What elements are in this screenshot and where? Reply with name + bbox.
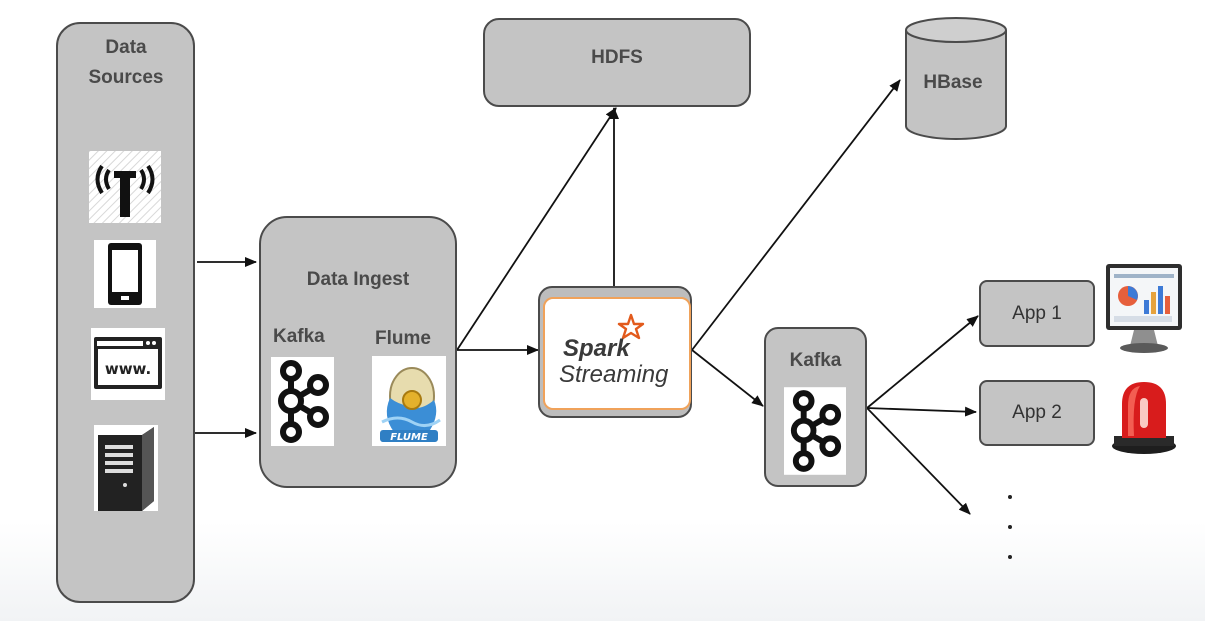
mobile-phone-icon: [94, 240, 156, 308]
arrow-ingest-to-hdfs: [456, 107, 617, 351]
antenna-icon: [89, 151, 161, 223]
server-icon: [94, 425, 158, 511]
spark-streaming-inner: Spark Streaming: [543, 297, 691, 410]
ellipsis-dot-3: [1008, 555, 1012, 559]
streaming-label: Streaming: [559, 361, 669, 388]
data-ingest-title: Data Ingest: [306, 269, 410, 290]
ingest-kafka-label: Kafka: [273, 326, 325, 347]
ellipsis-dot-1: [1008, 495, 1012, 499]
hbase-cylinder: [903, 16, 1009, 142]
flume-logo-text: FLUME: [390, 432, 428, 443]
spark-label: Spark: [563, 335, 630, 362]
ingest-flume-label: Flume: [375, 328, 431, 349]
hdfs-label: HDFS: [591, 47, 643, 68]
kafka-output-label: Kafka: [789, 350, 842, 371]
arrow-kafka-to-more: [866, 407, 971, 515]
www-browser-icon: www.: [91, 328, 165, 400]
arrow-spark-to-hbase: [691, 79, 901, 351]
data-sources-box: [56, 22, 195, 603]
arrow-kafka-to-app2: [866, 406, 977, 417]
spark-star-icon: [617, 313, 645, 341]
ellipsis-dot-2: [1008, 525, 1012, 529]
spark-streaming-box: Spark Streaming: [538, 286, 692, 418]
kafka-output-logo-icon: [784, 386, 846, 476]
app1-box: App 1: [979, 280, 1095, 347]
data-sources-title: Data Sources: [88, 37, 164, 88]
hdfs-box: [483, 18, 751, 107]
hbase-label: HBase: [923, 72, 983, 93]
dashboard-monitor-icon: [1104, 262, 1184, 354]
flume-logo-icon: FLUME: [372, 356, 446, 446]
data-ingest-box: [259, 216, 457, 488]
arrow-kafka-to-app1: [866, 315, 979, 409]
arrow-spark-to-kafka: [691, 349, 764, 407]
www-text: www.: [105, 360, 151, 378]
kafka-logo-icon: [271, 357, 334, 446]
alarm-siren-icon: [1110, 376, 1178, 456]
app2-box: App 2: [979, 380, 1095, 446]
